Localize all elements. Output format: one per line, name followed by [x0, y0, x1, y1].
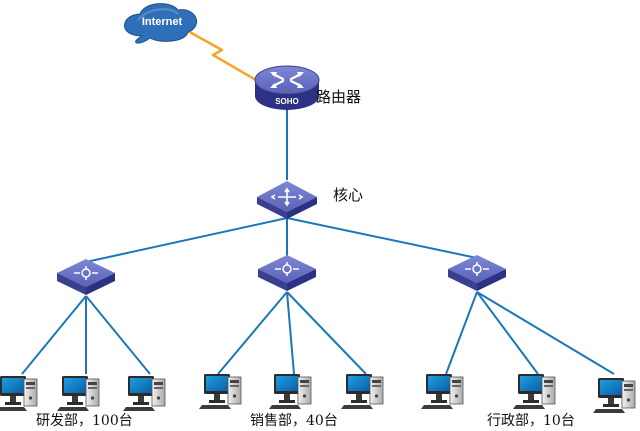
switch-icon [448, 255, 506, 291]
cloud-icon: Internet [124, 3, 198, 44]
switch-icon [257, 181, 317, 219]
link-sw1-pc1 [21, 295, 87, 375]
computer-icon [513, 374, 556, 409]
link-sw2-pc3 [286, 291, 367, 375]
core-label: 核心 [333, 186, 364, 204]
switch-icon [258, 255, 316, 291]
computer-icon [341, 374, 384, 409]
router-label: 路由器 [316, 88, 362, 106]
computer-icon [57, 376, 100, 411]
department-label-rd: 研发部，100台 [36, 413, 133, 429]
link-sw3-pc3 [476, 291, 615, 375]
link-sw1-pc3 [85, 295, 151, 375]
link-sw2-pc1 [217, 291, 288, 375]
internet-label: Internet [142, 16, 183, 28]
link-core-switch-1 [85, 217, 288, 263]
computer-icon [421, 374, 464, 409]
link-sw3-pc2 [476, 291, 539, 375]
computer-icon [269, 374, 312, 409]
department-label-admin: 行政部，10台 [487, 413, 575, 429]
computer-icon [123, 376, 166, 411]
department-label-sales: 销售部，40台 [250, 413, 338, 429]
link-sw3-pc1 [445, 291, 478, 375]
links [21, 108, 615, 375]
wan-link [185, 28, 257, 82]
computer-icon [199, 374, 242, 409]
switch-icon [57, 259, 115, 295]
link-sw2-pc2 [286, 291, 295, 375]
router-icon: SOHO [254, 65, 320, 110]
router-badge: SOHO [275, 97, 299, 106]
computer-icon [0, 376, 38, 411]
computer-icon [593, 378, 636, 413]
computers [0, 374, 636, 413]
link-core-switch-3 [286, 217, 478, 259]
